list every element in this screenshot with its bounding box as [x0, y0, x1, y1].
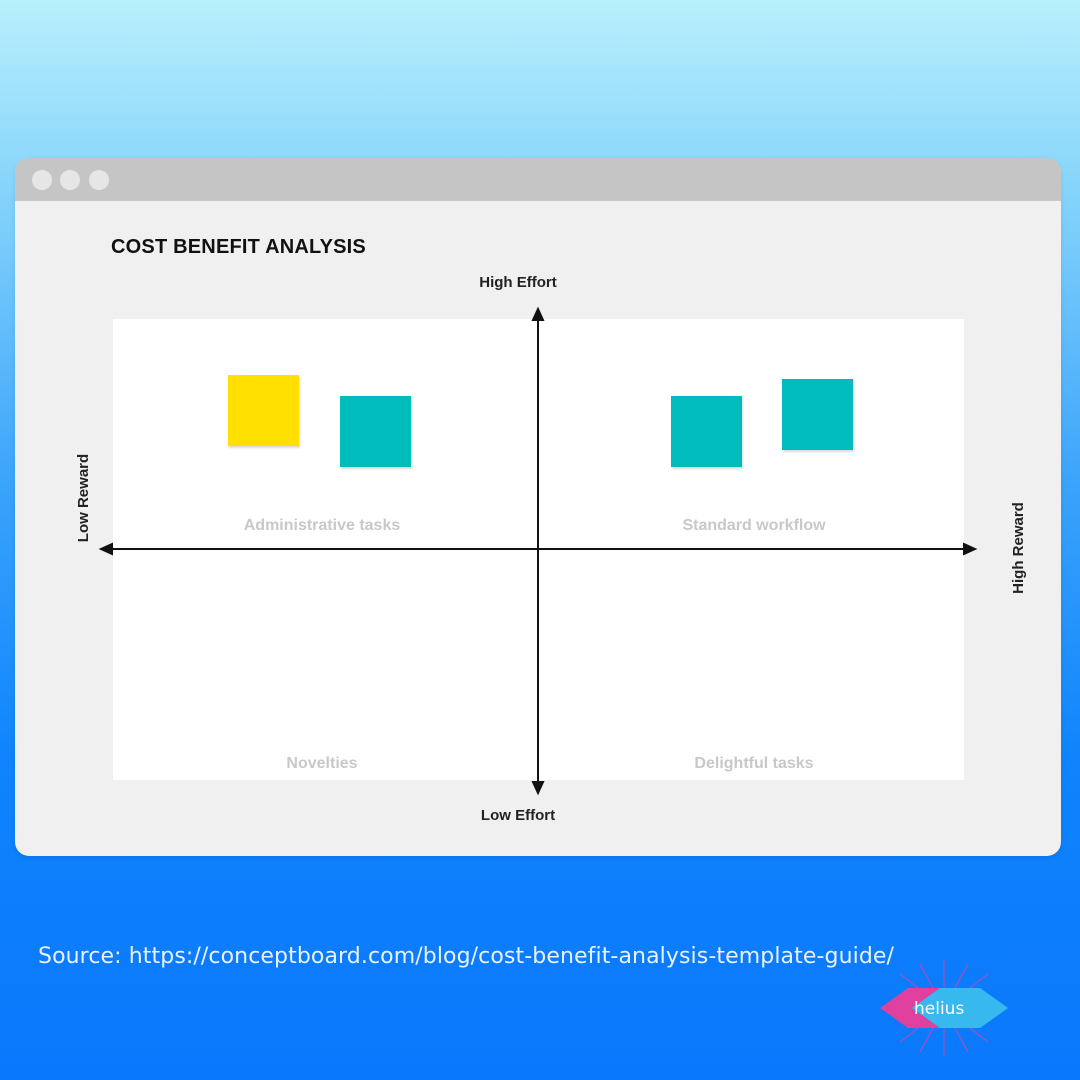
quadrant-label-delightful: Delightful tasks: [694, 755, 814, 772]
arrow-down-icon: [531, 781, 545, 796]
page-title: COST BENEFIT ANALYSIS: [111, 236, 366, 258]
axis-label-low-effort: Low Effort: [480, 807, 556, 824]
arrow-up-icon: [531, 306, 545, 321]
axis-label-high-reward: High Reward: [1010, 502, 1027, 594]
quadrant-label-novelties: Novelties: [286, 755, 358, 772]
sticky-note[interactable]: [340, 396, 411, 467]
arrow-right-icon: [963, 542, 978, 556]
quadrant-label-administrative: Administrative tasks: [243, 517, 401, 534]
window-titlebar: [15, 158, 1061, 201]
logo-text: helius: [914, 999, 965, 1019]
source-citation: Source: https://conceptboard.com/blog/co…: [38, 944, 895, 969]
axis-label-high-effort: High Effort: [479, 274, 557, 291]
helius-logo: [880, 960, 1008, 1056]
window-control-dot[interactable]: [60, 170, 80, 190]
sticky-note[interactable]: [782, 379, 853, 450]
axes: [98, 306, 978, 796]
quadrant-label-standard: Standard workflow: [682, 517, 826, 534]
arrow-left-icon: [98, 542, 113, 556]
sticky-note[interactable]: [671, 396, 742, 467]
window-control-dot[interactable]: [89, 170, 109, 190]
axis-label-low-reward: Low Reward: [75, 453, 92, 543]
app-window: COST BENEFIT ANALYSIS Administrative tas…: [15, 158, 1061, 856]
window-control-dot[interactable]: [32, 170, 52, 190]
sticky-note[interactable]: [228, 375, 299, 446]
